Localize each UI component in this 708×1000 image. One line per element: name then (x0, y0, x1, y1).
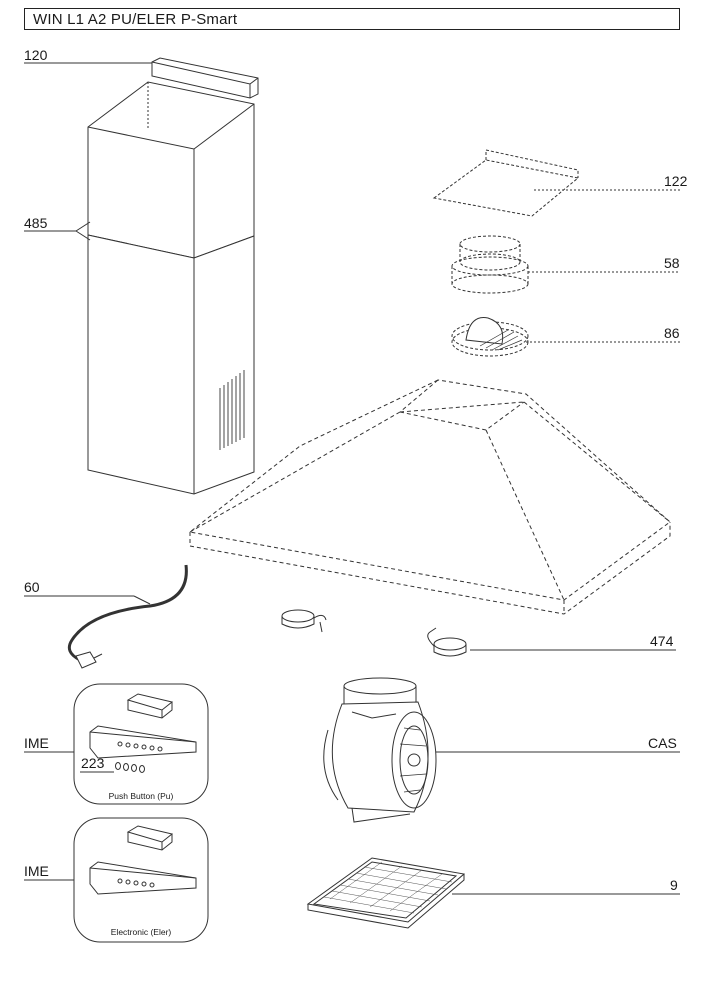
part-223-push-buttons (115, 762, 145, 773)
label-474: 474 (650, 633, 674, 649)
part-122-plate (432, 149, 580, 217)
part-474-lamp-1 (281, 609, 327, 633)
part-474-lamp-2 (427, 627, 467, 657)
label-122: 122 (664, 173, 688, 189)
part-485-chimney (87, 81, 255, 495)
diagram-title: WIN L1 A2 PU/ELER P-Smart (33, 11, 238, 28)
part-120-bracket (151, 57, 259, 99)
label-ime-electronic: IME (24, 863, 49, 879)
label-9: 9 (670, 877, 678, 893)
part-cas-motor (323, 677, 437, 823)
caption-push-button: Push Button (Pu) (109, 791, 174, 801)
label-120: 120 (24, 47, 48, 63)
leader-60-tip (133, 595, 151, 605)
label-223: 223 (81, 755, 105, 771)
label-58: 58 (664, 255, 680, 271)
ime-push-frame (73, 683, 209, 805)
push-button-control-module (89, 693, 197, 759)
caption-electronic: Electronic (Eler) (111, 927, 172, 937)
label-485: 485 (24, 215, 48, 231)
label-60: 60 (24, 579, 40, 595)
electronic-control-module (89, 825, 197, 895)
part-60-cable (67, 564, 188, 669)
label-86: 86 (664, 325, 680, 341)
hood-body (188, 379, 671, 615)
label-cas: CAS (648, 735, 677, 751)
leader-485-fork (75, 221, 91, 241)
part-9-filter (306, 857, 466, 929)
label-ime-push: IME (24, 735, 49, 751)
part-86-valve (451, 316, 529, 357)
title-box: WIN L1 A2 PU/ELER P-Smart (24, 8, 680, 30)
part-58-adapter (451, 235, 529, 294)
